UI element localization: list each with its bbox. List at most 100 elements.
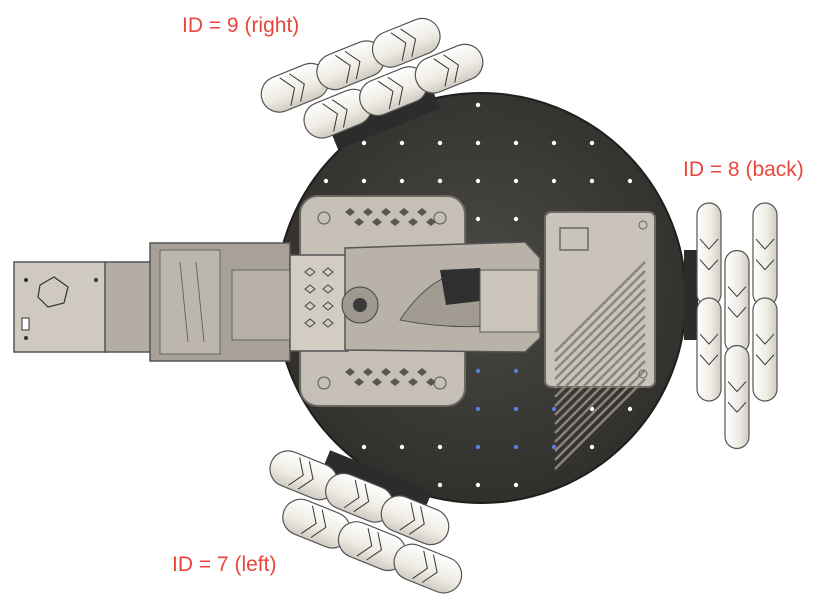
roller-hub (699, 238, 719, 271)
mounting-hole (437, 140, 443, 146)
vent-diamond (304, 284, 316, 294)
mounting-hole (475, 444, 481, 450)
omni-wheel-right (260, 17, 484, 139)
roller (724, 249, 750, 355)
vent-diamond (381, 208, 391, 216)
mounting-hole (627, 406, 633, 412)
servo-vent-diamonds (304, 267, 334, 328)
vent-stripe (554, 279, 646, 371)
roller-hub (335, 50, 361, 84)
vent-stripe (554, 378, 646, 470)
roller-hub (433, 54, 459, 87)
vent-diamond (322, 301, 334, 311)
vent-stripe (554, 261, 646, 353)
omni-wheel-back (696, 202, 778, 450)
mounting-hole (589, 178, 595, 184)
wheel-label-back: ID = 8 (back) (683, 158, 804, 181)
vent-diamond (408, 378, 418, 386)
roller (696, 202, 722, 307)
vent-stripe (554, 270, 646, 362)
mounting-hole (551, 444, 557, 450)
mounting-hole (361, 444, 367, 450)
roller-hub (356, 528, 383, 561)
mounting-hole (513, 178, 519, 184)
mounting-hole (475, 406, 481, 412)
roller (696, 297, 722, 402)
vent-diamond (426, 378, 436, 386)
mounting-hole (399, 178, 405, 184)
mounting-hole (475, 140, 481, 146)
vent-diamond (363, 368, 373, 376)
omni-wheel-left (269, 450, 463, 594)
mounting-hole (361, 140, 367, 146)
motor-right (329, 88, 441, 150)
vent-stripe (554, 306, 646, 398)
mounting-hole (437, 482, 443, 488)
vent-stripe (554, 288, 646, 380)
roller-hub (377, 76, 404, 110)
mounting-hole (475, 368, 481, 374)
mounting-hole (361, 178, 367, 184)
roller (724, 344, 750, 450)
roller-hub (300, 505, 327, 538)
vent-diamond (345, 368, 355, 376)
roller-hub (727, 381, 747, 413)
mounting-hole (437, 178, 443, 184)
mounting-hole (627, 178, 633, 184)
roller (752, 202, 778, 307)
mounting-hole (475, 178, 481, 184)
vent-diamond (322, 284, 334, 294)
mounting-hole (513, 216, 519, 222)
vent-diamond (399, 368, 409, 376)
vent-diamond (354, 218, 364, 226)
roller-hub (699, 333, 719, 366)
mounting-hole (513, 444, 519, 450)
roller-hub (343, 479, 370, 513)
mounting-hole (551, 140, 557, 146)
mounting-hole (513, 140, 519, 146)
vent-diamond (390, 218, 400, 226)
mounting-hole (513, 482, 519, 488)
vent-diamond (304, 318, 316, 328)
mounting-hole (399, 140, 405, 146)
vent-diamond (345, 208, 355, 216)
vent-diamond (372, 378, 382, 386)
mounting-hole (437, 444, 443, 450)
roller-hub (279, 73, 305, 106)
vent-diamond (417, 368, 427, 376)
vent-stripe (554, 342, 646, 434)
vent-stripe (554, 297, 646, 389)
vent-stripe (554, 324, 646, 416)
mounting-hole (589, 140, 595, 146)
mounting-hole (475, 102, 481, 108)
mounting-hole (589, 406, 595, 412)
vent-diamond (390, 378, 400, 386)
mounting-hole (475, 482, 481, 488)
mounting-hole (399, 444, 405, 450)
mount-vent-diamonds (345, 208, 436, 386)
electronics-box (544, 211, 656, 470)
mounting-holes (323, 102, 633, 488)
vent-stripe (554, 360, 646, 452)
box-vent-stripes (554, 261, 646, 470)
mounting-hole (551, 178, 557, 184)
vent-diamond (399, 208, 409, 216)
wheel-label-right: ID = 9 (right) (182, 14, 300, 37)
roller-hub (390, 28, 417, 61)
mounting-hole (513, 368, 519, 374)
roller-hub (755, 238, 775, 271)
vent-diamond (322, 267, 334, 277)
mounting-hole (589, 444, 595, 450)
robot-arm (13, 241, 541, 362)
mounting-hole (551, 406, 557, 412)
vent-diamond (304, 267, 316, 277)
vent-diamond (417, 208, 427, 216)
roller-hub (755, 333, 775, 366)
vent-diamond (381, 368, 391, 376)
roller-hub (288, 457, 314, 490)
vent-diamond (426, 218, 436, 226)
wheel-label-left: ID = 7 (left) (172, 553, 277, 576)
gripper-plate (13, 261, 107, 353)
roller-hub (412, 550, 438, 583)
